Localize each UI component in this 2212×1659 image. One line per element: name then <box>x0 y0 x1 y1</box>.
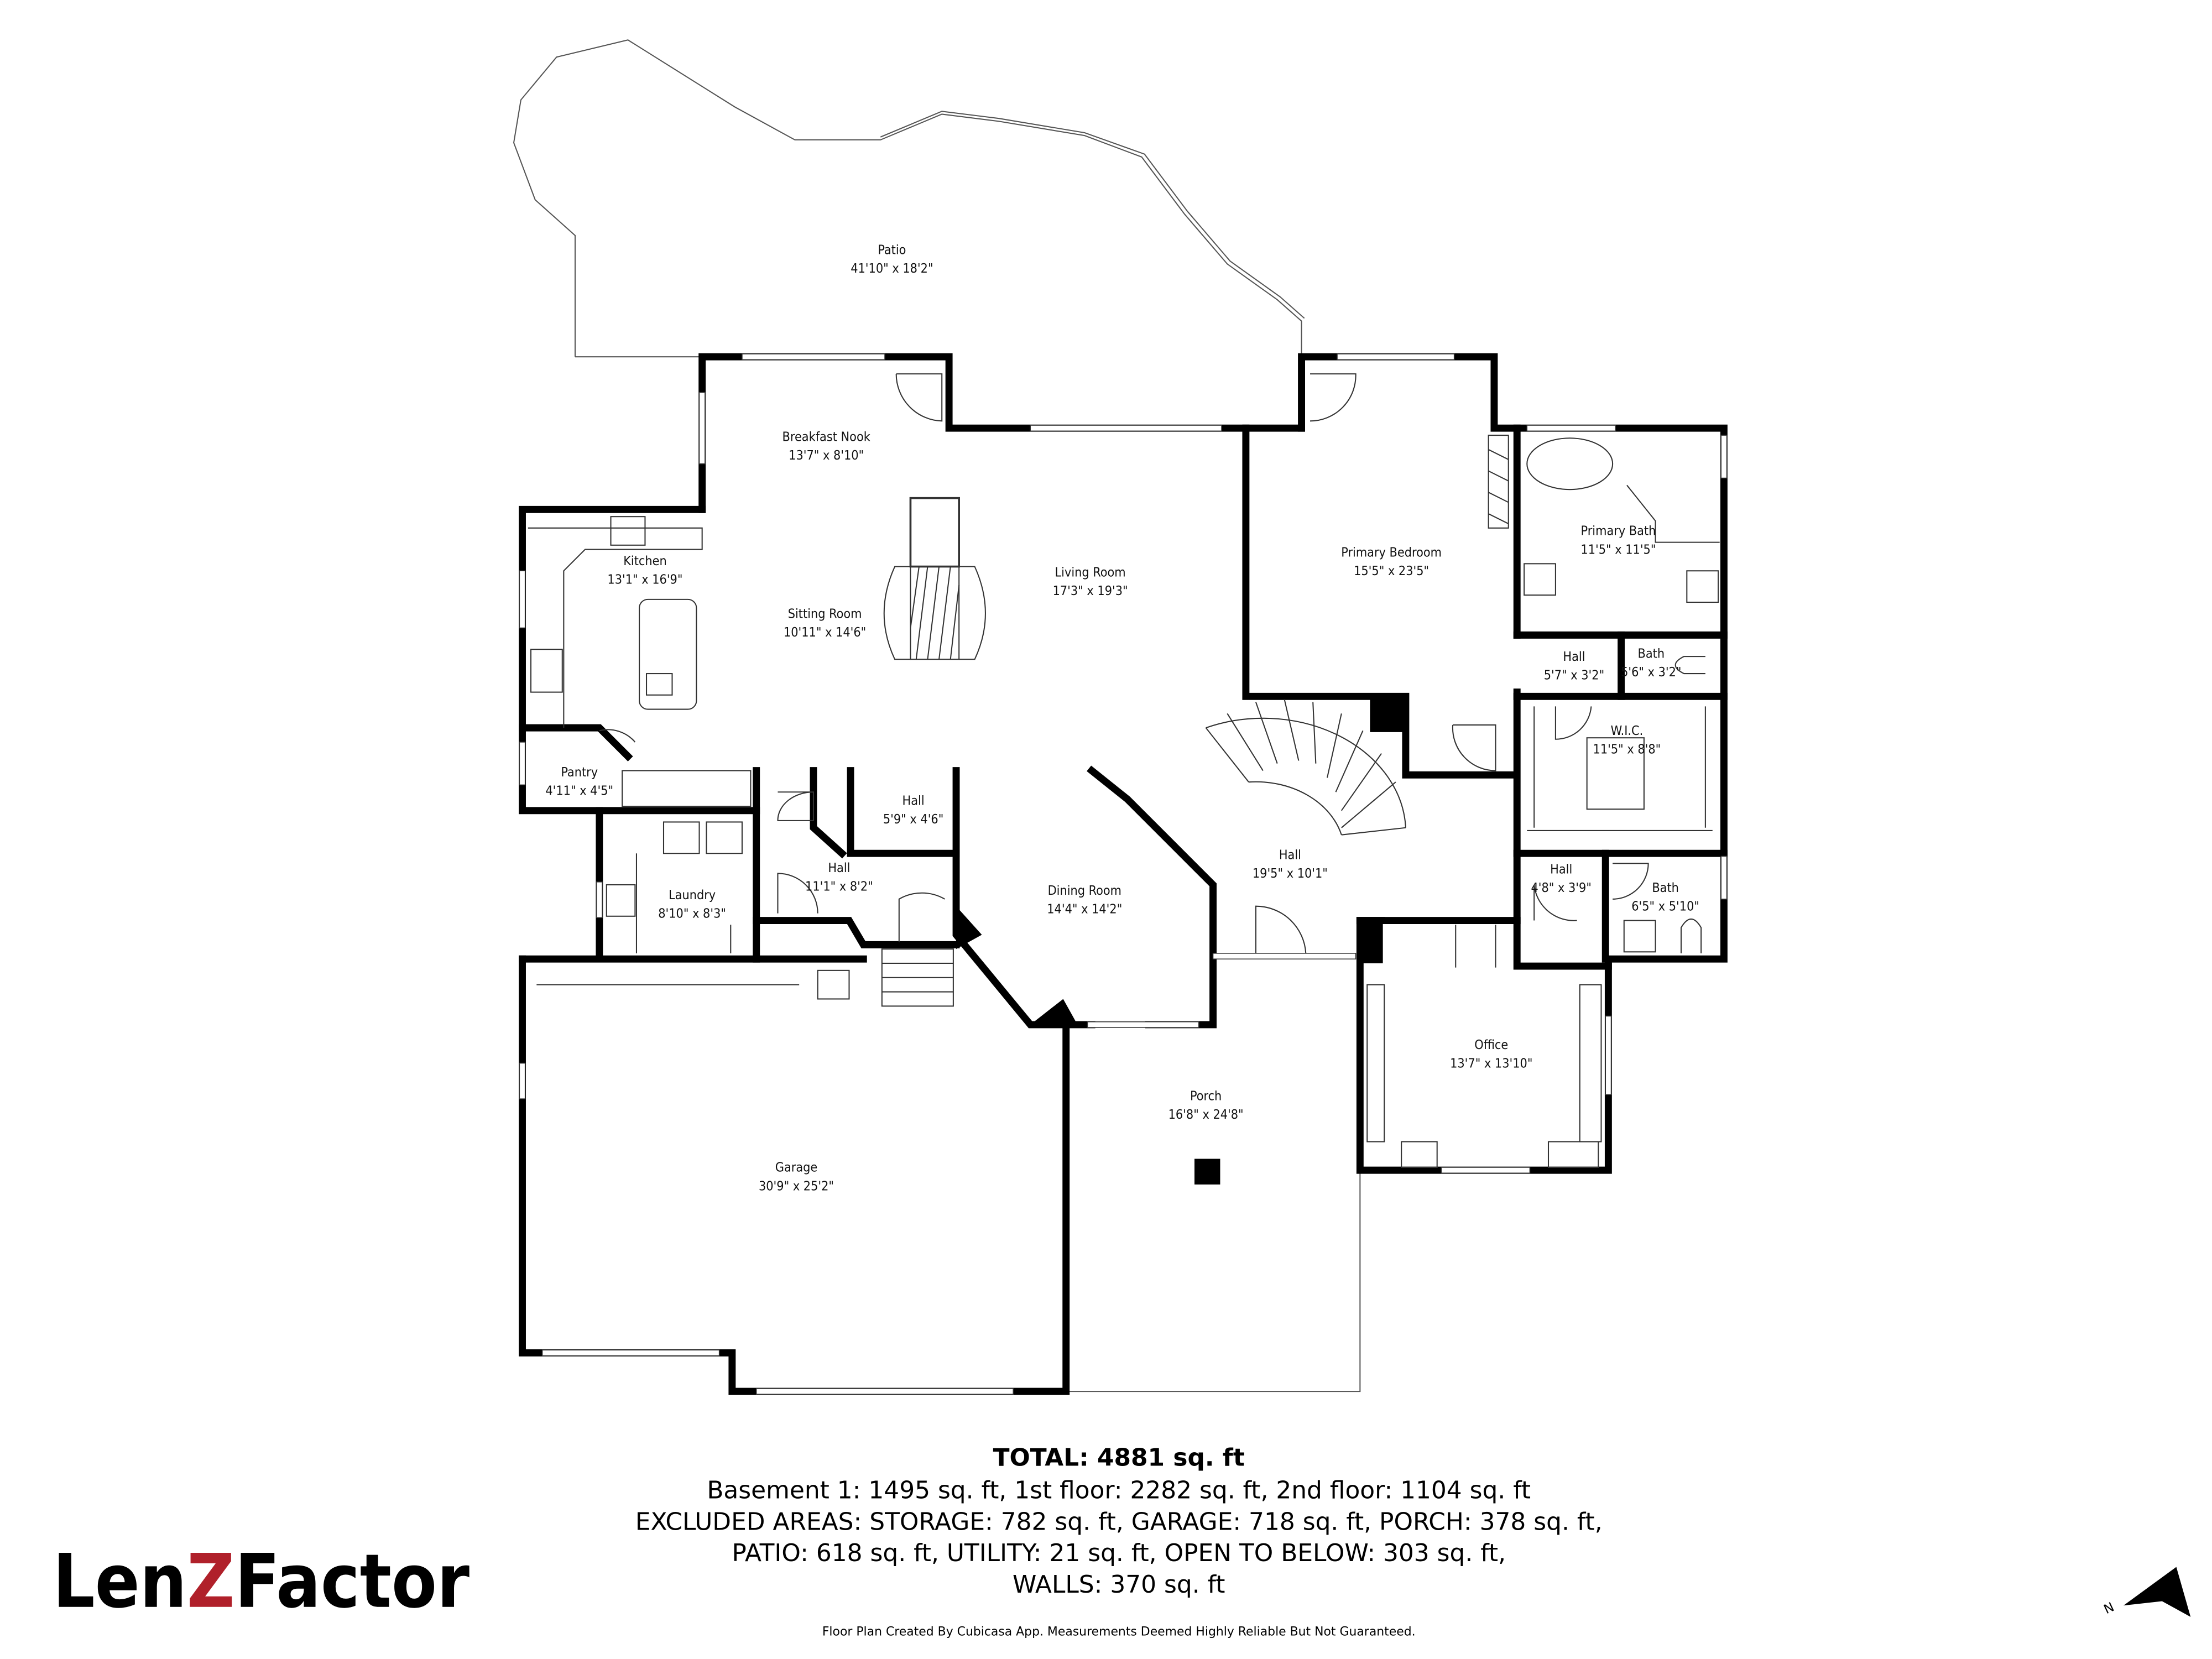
wall-block <box>1363 920 1383 963</box>
room-labels: Patio 41'10" x 18'2" Breakfast Nook 13'7" … <box>545 242 1699 1193</box>
room-dimensions: 11'5" x 11'5" <box>1580 542 1656 557</box>
fixtures <box>528 435 1720 1168</box>
room-name: W.I.C. <box>1611 723 1644 738</box>
north-arrow-icon: N <box>2101 1567 2191 1617</box>
wall-block <box>1370 696 1406 732</box>
room-label-bath: Bath 6'5" x 5'10" <box>1631 880 1699 914</box>
room-label-garage: Garage 30'9" x 25'2" <box>759 1160 834 1194</box>
room-name: Primary Bedroom <box>1341 545 1442 560</box>
excluded-areas-cont: PATIO: 618 sq. ft, UTILITY: 21 sq. ft, O… <box>732 1539 1506 1567</box>
room-label-kitchen: Kitchen 13'1" x 16'9" <box>607 554 682 587</box>
room-label-dining-room: Dining Room 14'4" x 14'2" <box>1047 883 1122 917</box>
svg-text:LenZFactor: LenZFactor <box>53 1538 469 1625</box>
room-name: Office <box>1474 1037 1508 1052</box>
room-dimensions: 30'9" x 25'2" <box>759 1178 834 1193</box>
room-label-hall: Hall 5'7" x 3'2" <box>1544 649 1604 683</box>
room-dimensions: 4'8" x 3'9" <box>1531 880 1591 895</box>
windows <box>519 353 1728 1395</box>
room-name: Porch <box>1190 1089 1222 1104</box>
room-dimensions: 17'3" x 19'3" <box>1053 583 1128 598</box>
porch-outline <box>1066 1170 1361 1392</box>
room-label-sitting-room: Sitting Room 10'11" x 14'6" <box>784 606 866 640</box>
room-dimensions: 14'4" x 14'2" <box>1047 902 1122 917</box>
room-label-primary-bath: Primary Bath 11'5" x 11'5" <box>1580 524 1656 557</box>
room-label-hall: Hall 4'8" x 3'9" <box>1531 862 1591 895</box>
spiral-staircase <box>1205 699 1406 836</box>
room-name: Living Room <box>1055 565 1126 580</box>
room-label-primary-bedroom: Primary Bedroom 15'5" x 23'5" <box>1341 545 1442 578</box>
room-name: Pantry <box>561 765 598 780</box>
excluded-areas: EXCLUDED AREAS: STORAGE: 782 sq. ft, GAR… <box>635 1507 1603 1536</box>
floor-areas: Basement 1: 1495 sq. ft, 1st floor: 2282… <box>707 1477 1531 1505</box>
logo-text: Factor <box>235 1538 469 1625</box>
room-label-wic: W.I.C. 11'5" x 8'8" <box>1593 723 1661 757</box>
patio-outline <box>513 39 1302 357</box>
room-dimensions: 15'5" x 23'5" <box>1354 564 1429 578</box>
room-name: Hall <box>1550 862 1572 877</box>
room-dimensions: 19'5" x 10'1" <box>1253 866 1328 881</box>
room-dimensions: 5'7" x 3'2" <box>1544 667 1604 682</box>
room-name: Sitting Room <box>788 606 862 621</box>
room-dimensions: 4'11" x 4'5" <box>545 783 613 798</box>
room-name: Primary Bath <box>1581 524 1656 539</box>
room-name: Hall <box>828 860 850 875</box>
room-label-hall: Hall 11'1" x 8'2" <box>805 860 873 894</box>
compass-label: N <box>2101 1599 2116 1617</box>
room-label-living-room: Living Room 17'3" x 19'3" <box>1053 565 1128 599</box>
room-label-hall: Hall 19'5" x 10'1" <box>1253 848 1328 881</box>
room-dimensions: 41'10" x 18'2" <box>851 261 933 276</box>
room-label-office: Office 13'7" x 13'10" <box>1450 1037 1532 1071</box>
room-name: Hall <box>1279 848 1301 863</box>
total-area: TOTAL: 4881 sq. ft <box>993 1443 1245 1472</box>
room-dimensions: 11'1" x 8'2" <box>805 879 873 894</box>
room-name: Hall <box>902 793 925 808</box>
room-name: Hall <box>1563 649 1585 664</box>
logo-text: Len <box>53 1538 186 1625</box>
room-label-breakfast-nook: Breakfast Nook 13'7" x 8'10" <box>782 429 871 463</box>
room-name: Kitchen <box>623 554 667 568</box>
room-label-hall: Hall 5'9" x 4'6" <box>883 793 943 827</box>
wall-block <box>956 906 982 950</box>
room-label-pantry: Pantry 4'11" x 4'5" <box>545 765 613 799</box>
room-name: Garage <box>775 1160 818 1175</box>
room-label-bath: Bath 5'6" x 3'2" <box>1621 646 1681 680</box>
doors <box>599 373 1649 968</box>
room-dimensions: 13'7" x 13'10" <box>1450 1056 1532 1071</box>
room-label-patio: Patio 41'10" x 18'2" <box>851 242 933 276</box>
room-name: Bath <box>1638 646 1665 661</box>
room-name: Dining Room <box>1048 883 1121 898</box>
room-dimensions: 13'1" x 16'9" <box>607 572 682 587</box>
room-dimensions: 5'9" x 4'6" <box>883 812 943 827</box>
lenzfactor-logo: LenZFactor <box>53 1538 469 1625</box>
area-summary: TOTAL: 4881 sq. ft Basement 1: 1495 sq. … <box>635 1443 1603 1599</box>
room-name: Patio <box>878 242 906 257</box>
room-name: Breakfast Nook <box>782 429 871 444</box>
room-dimensions: 16'8" x 24'8" <box>1168 1107 1244 1122</box>
room-dimensions: 13'7" x 8'10" <box>789 448 864 463</box>
room-dimensions: 11'5" x 8'8" <box>1593 742 1661 757</box>
room-name: Bath <box>1652 880 1679 895</box>
room-label-porch: Porch 16'8" x 24'8" <box>1168 1089 1244 1123</box>
logo-z: Z <box>187 1538 235 1625</box>
room-dimensions: 8'10" x 8'3" <box>658 906 726 921</box>
room-dimensions: 5'6" x 3'2" <box>1621 665 1681 680</box>
room-label-laundry: Laundry 8'10" x 8'3" <box>658 888 726 921</box>
room-dimensions: 10'11" x 14'6" <box>784 625 866 640</box>
porch-post <box>1194 1159 1220 1185</box>
walls <box>519 353 1728 1395</box>
patio-outline-edge <box>880 111 1305 319</box>
walls-area: WALLS: 370 sq. ft <box>1013 1571 1225 1599</box>
room-dimensions: 6'5" x 5'10" <box>1631 899 1699 914</box>
disclaimer: Floor Plan Created By Cubicasa App. Meas… <box>822 1625 1416 1639</box>
room-name: Laundry <box>669 888 716 902</box>
wall-block <box>1030 999 1078 1025</box>
